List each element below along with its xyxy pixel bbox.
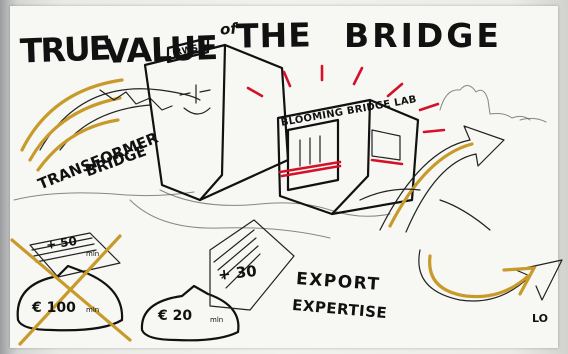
title-value: VALUE [103,28,218,71]
flipchart-sheet [10,6,558,348]
skyline-sketch [439,85,547,123]
money-left-bag-unit: mln [86,306,100,314]
money-middle-drawing [140,219,295,342]
export-arrows-drawing [359,125,563,302]
signature: LO [532,312,548,325]
transformer-bridge-drawing [13,78,201,201]
money-left-drawing [10,232,132,346]
money-left-stack-unit: mln [86,250,100,258]
title-bridge: BRIDGE [344,16,502,55]
money-left-bag-value: € 100 [32,300,76,316]
title-the: THE [235,15,313,56]
title-of: of [219,19,238,39]
title-true: TRUE [19,28,110,71]
bridge-lab-drawing [246,64,446,216]
money-middle-bag-unit: mln [210,316,224,324]
money-middle-bag-value: € 20 [158,308,193,324]
